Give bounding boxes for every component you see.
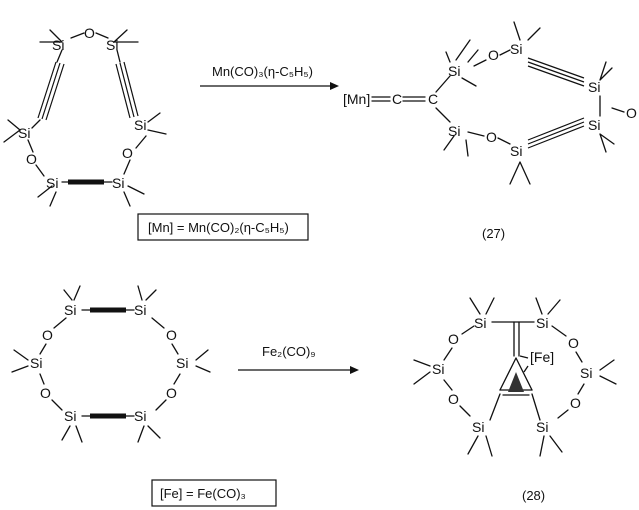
reactant-macrocycle-1: Si O Si Si Si O O Si Si xyxy=(3,25,167,207)
si-atom: Si xyxy=(588,117,600,133)
si-atom: Si xyxy=(510,143,522,159)
o-atom: O xyxy=(448,391,459,407)
reagent-label-1: Mn(CO)₃(η-C₅H₅) xyxy=(212,64,313,79)
si-atom: Si xyxy=(134,302,146,318)
si-atom: Si xyxy=(448,63,460,79)
si-atom: Si xyxy=(510,41,522,57)
si-atom: Si xyxy=(588,79,600,95)
reactant-macrocycle-2: Si Si O Si O O Si O Si Si xyxy=(11,285,211,443)
si-atom: Si xyxy=(18,125,30,141)
reaction-arrow-2: Fe₂(CO)₉ xyxy=(238,344,359,374)
o-atom: O xyxy=(40,385,51,401)
product-28: Si Si [Fe] O Si O Si O Si O Si xyxy=(413,297,617,503)
fe-group-label: [Fe] xyxy=(530,349,554,365)
si-atom: Si xyxy=(472,419,484,435)
si-atom: Si xyxy=(448,123,460,139)
si-atom: Si xyxy=(106,37,118,53)
si-atom: Si xyxy=(474,315,486,331)
vinylidene-c-beta: C xyxy=(428,91,438,107)
o-atom: O xyxy=(122,145,133,161)
vinylidene-c-alpha: C xyxy=(392,91,402,107)
o-atom: O xyxy=(568,335,579,351)
si-atom: Si xyxy=(134,408,146,424)
o-atom: O xyxy=(486,129,497,145)
si-atom: Si xyxy=(176,355,188,371)
o-atom: O xyxy=(166,385,177,401)
o-atom: O xyxy=(488,47,499,63)
o-atom: O xyxy=(448,331,459,347)
si-atom: Si xyxy=(536,315,548,331)
reaction-arrow-1: Mn(CO)₃(η-C₅H₅) xyxy=(200,64,339,90)
si-atom: Si xyxy=(64,302,76,318)
si-atom: Si xyxy=(64,408,76,424)
si-atom: Si xyxy=(432,361,444,377)
fe-definition-box: [Fe] = Fe(CO)₃ xyxy=(151,479,277,507)
o-atom: O xyxy=(570,395,581,411)
si-atom: Si xyxy=(30,355,42,371)
si-atom: Si xyxy=(46,175,58,191)
product-label-28: (28) xyxy=(522,488,545,503)
si-atom: Si xyxy=(112,175,124,191)
si-atom: Si xyxy=(52,37,64,53)
si-atom: Si xyxy=(134,117,146,133)
o-atom: O xyxy=(626,105,637,121)
mn-definition-box: [Mn] = Mn(CO)₂(η-C₅H₅) xyxy=(137,213,309,241)
o-atom: O xyxy=(26,151,37,167)
mn-definition: [Mn] = Mn(CO)₂(η-C₅H₅) xyxy=(148,220,289,235)
reagent-label-2: Fe₂(CO)₉ xyxy=(262,344,316,359)
product-label-27: (27) xyxy=(482,226,505,241)
si-atom: Si xyxy=(536,419,548,435)
mn-group-label: [Mn] xyxy=(343,91,370,107)
o-atom: O xyxy=(84,25,95,41)
si-atom: Si xyxy=(580,365,592,381)
o-atom: O xyxy=(42,327,53,343)
fe-definition: [Fe] = Fe(CO)₃ xyxy=(160,486,246,501)
o-atom: O xyxy=(166,327,177,343)
product-27: [Mn] C C Si O Si Si Si O Si Si O (27) xyxy=(343,21,637,241)
